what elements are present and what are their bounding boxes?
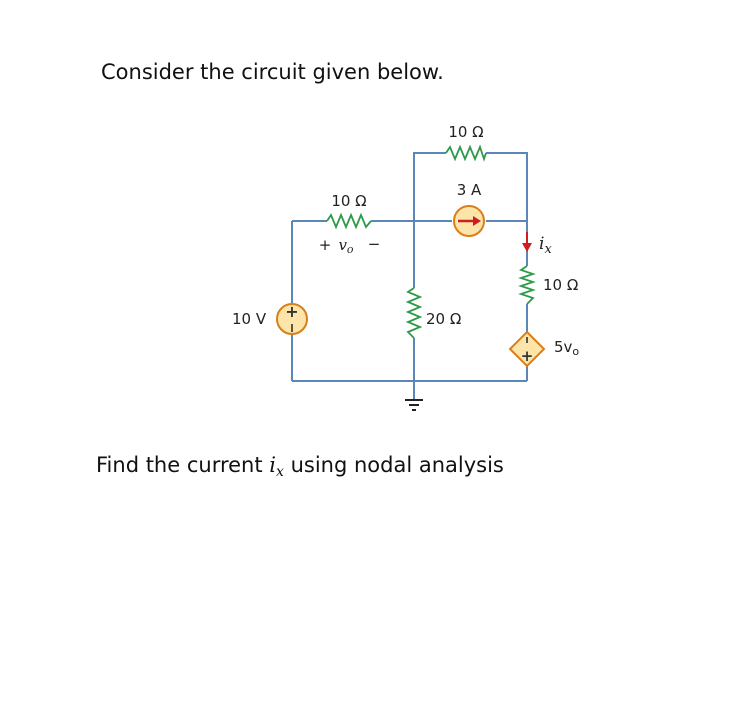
- label-r-left: 10 Ω: [331, 192, 366, 210]
- wire-top-loop: [413, 152, 446, 221]
- vsrc-plus-sign: +: [285, 302, 298, 321]
- label-3a: 3 A: [457, 181, 482, 199]
- label-r-top: 10 Ω: [448, 123, 483, 141]
- question-text: Find the current ix using nodal analysis: [96, 453, 504, 480]
- circuit-wires: [291, 152, 528, 400]
- label-vo-plus: +: [319, 236, 332, 254]
- resistor-middle: [405, 287, 423, 339]
- question-after: using nodal analysis: [283, 453, 504, 477]
- label-r-right: 10 Ω: [543, 276, 578, 294]
- label-vo: vo: [338, 236, 353, 256]
- label-dep-source: 5vo: [554, 338, 579, 358]
- resistor-right: [518, 265, 536, 305]
- label-vo-minus: −: [368, 235, 381, 253]
- ix-arrow-icon: [522, 232, 532, 252]
- label-r-middle: 20 Ω: [426, 310, 461, 328]
- label-10v: 10 V: [232, 310, 267, 328]
- question-before: Find the current: [96, 453, 270, 477]
- ground-icon: [405, 399, 423, 411]
- resistor-top: [445, 144, 487, 162]
- intro-text: Consider the circuit given below.: [101, 60, 444, 84]
- question-variable: ix: [269, 453, 284, 480]
- current-source-3a: [453, 205, 485, 237]
- wire-top-loop-right: [486, 152, 528, 221]
- label-ix: ix: [539, 234, 552, 257]
- dep-plus-sign: +: [521, 347, 534, 365]
- resistor-left: [326, 212, 372, 230]
- voltage-source-10v: +: [276, 302, 308, 335]
- dependent-source: +: [508, 330, 546, 368]
